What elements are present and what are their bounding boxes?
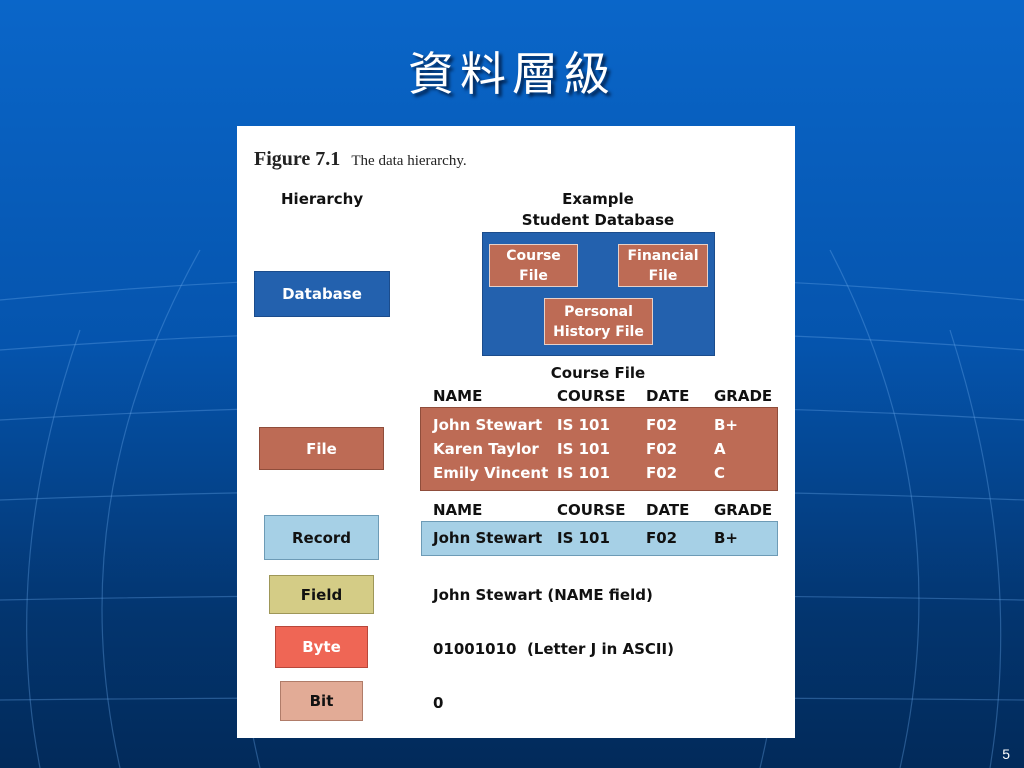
file-level-box: File	[259, 427, 384, 470]
file-row3-grade: C	[714, 464, 726, 482]
byte-level-box: Byte	[275, 626, 368, 668]
record-row-grade: B+	[714, 529, 739, 547]
file-row1-name: John Stewart	[433, 416, 543, 434]
record-row-name: John Stewart	[433, 529, 543, 547]
database-level-box: Database	[254, 271, 390, 317]
example-header-line2: Student Database	[521, 211, 675, 229]
caption-number: Figure 7.1	[254, 148, 341, 170]
file-col-grade: GRADE	[714, 387, 773, 405]
personal-history-file-box: Personal History File	[544, 298, 653, 345]
file-col-date: DATE	[646, 387, 690, 405]
file-row2-course: IS 101	[557, 440, 610, 458]
record-col-grade: GRADE	[714, 501, 773, 519]
course-file-line1: Course	[506, 247, 561, 264]
financial-file-line2: File	[648, 267, 678, 284]
course-file-line2: File	[519, 267, 548, 284]
financial-file-box: Financial File	[618, 244, 708, 287]
file-row1-grade: B+	[714, 416, 739, 434]
byte-level-label: Byte	[302, 638, 341, 656]
record-col-name: NAME	[433, 501, 483, 519]
record-row-course: IS 101	[557, 529, 610, 547]
record-row-box	[421, 521, 778, 556]
database-level-label: Database	[282, 285, 362, 303]
file-row3-course: IS 101	[557, 464, 610, 482]
caption-text: The data hierarchy.	[351, 153, 467, 169]
field-level-box: Field	[269, 575, 374, 614]
course-file-title: Course File	[550, 364, 646, 382]
file-row1-course: IS 101	[557, 416, 610, 434]
field-example: John Stewart (NAME field)	[433, 586, 653, 604]
personal-file-line1: Personal	[564, 303, 633, 320]
bit-level-box: Bit	[280, 681, 363, 721]
bit-level-label: Bit	[309, 692, 334, 710]
file-row2-date: F02	[646, 440, 678, 458]
record-row-date: F02	[646, 529, 678, 547]
file-level-label: File	[306, 439, 337, 458]
byte-example: 01001010 (Letter J in ASCII)	[433, 640, 674, 658]
financial-file-line1: Financial	[627, 247, 699, 264]
record-level-label: Record	[291, 528, 352, 547]
example-header-line1: Example	[562, 190, 634, 208]
file-row3-name: Emily Vincent	[433, 464, 549, 482]
personal-file-line2: History File	[553, 323, 644, 340]
record-col-course: COURSE	[557, 501, 626, 519]
slide-title: 資料層級	[408, 47, 616, 101]
figure-caption: Figure 7.1 The data hierarchy.	[254, 148, 467, 171]
hierarchy-header: Hierarchy	[281, 190, 364, 208]
file-row2-grade: A	[714, 440, 726, 458]
field-level-label: Field	[300, 585, 343, 604]
file-col-name: NAME	[433, 387, 483, 405]
file-row3-date: F02	[646, 464, 678, 482]
record-level-box: Record	[264, 515, 379, 560]
course-file-box: Course File	[489, 244, 578, 287]
file-row2-name: Karen Taylor	[433, 440, 539, 458]
course-file-table	[420, 407, 778, 491]
file-row1-date: F02	[646, 416, 678, 434]
record-col-date: DATE	[646, 501, 690, 519]
page-number: 5	[1002, 746, 1010, 762]
data-hierarchy-figure: Figure 7.1 The data hierarchy. Hierarchy…	[237, 126, 795, 738]
bit-example: 0	[433, 694, 444, 712]
file-col-course: COURSE	[557, 387, 626, 405]
